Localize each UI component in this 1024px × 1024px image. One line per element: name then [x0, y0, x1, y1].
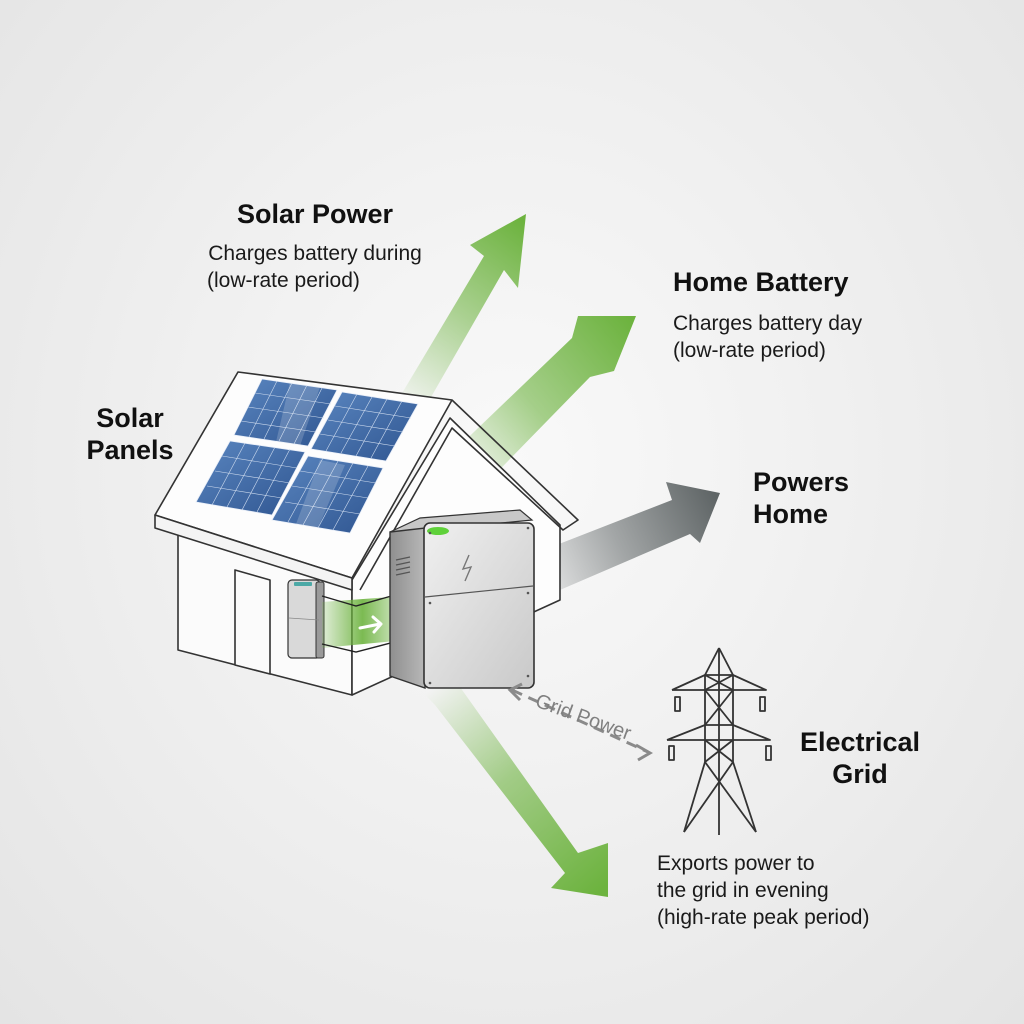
powers-home-line1: Powers [753, 467, 850, 497]
solar-panels-line2: Panels [86, 435, 174, 465]
grid-power-double-arrow [507, 682, 653, 762]
solar-power-title: Solar Power [236, 199, 394, 229]
solar-power-desc-line2: (low-rate period) [207, 269, 360, 292]
battery-status-light-icon [427, 527, 449, 535]
home-battery-label: Home Battery Charges battery day (low-ra… [673, 266, 862, 364]
electrical-grid-label: Electrical Grid [785, 726, 935, 790]
solar-panels-illustration [195, 378, 419, 534]
solar-power-label: Solar Power Charges battery during (low-… [190, 198, 440, 294]
powers-home-label: Powers Home [753, 466, 849, 530]
electrical-grid-line1: Electrical [799, 727, 921, 757]
home-battery-arrow [440, 316, 636, 500]
home-battery-title: Home Battery [673, 267, 849, 297]
lightning-bolt-icon [461, 554, 473, 582]
inverter-illustration [287, 579, 325, 659]
home-battery-desc-line2: (low-rate period) [673, 339, 826, 362]
home-battery-desc-line1: Charges battery day [673, 312, 863, 335]
solar-power-arrow [385, 214, 526, 425]
inverter-battery-connection [321, 592, 405, 653]
export-line1: Exports power to [657, 852, 815, 875]
export-line3: (high-rate peak period) [657, 906, 870, 929]
export-label: Exports power to the grid in evening (hi… [657, 850, 869, 931]
home-battery-illustration [389, 509, 535, 689]
powers-home-line2: Home [753, 499, 829, 529]
solar-power-desc-line1: Charges battery during [208, 242, 422, 265]
export-grid-arrow [420, 680, 608, 897]
export-line2: the grid in evening [657, 879, 829, 902]
transmission-tower-icon [666, 647, 772, 835]
solar-panels-line1: Solar [96, 403, 164, 433]
electrical-grid-line2: Grid [832, 759, 888, 789]
solar-panels-label: Solar Panels [80, 402, 180, 466]
